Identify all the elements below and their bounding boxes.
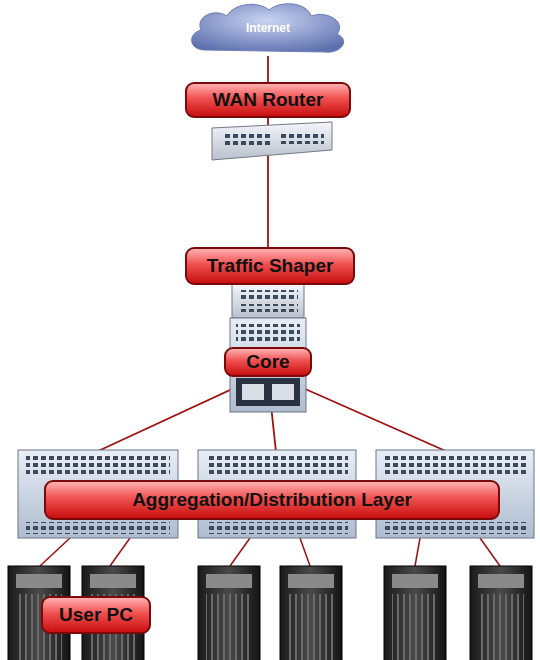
layer-band: Aggregation/Distribution Layer [44, 480, 500, 520]
traffic-shaper-device [232, 284, 304, 318]
device-label-box: Core [224, 347, 312, 377]
device-label-box: WAN Router [185, 82, 351, 118]
node-label: Core [246, 351, 289, 373]
node-label: WAN Router [213, 89, 324, 111]
device-label-box: Traffic Shaper [185, 247, 356, 285]
node-label: User PC [59, 604, 133, 626]
node-label: Aggregation/Distribution Layer [132, 489, 412, 511]
distribution-switches [18, 450, 534, 538]
node-label: Internet [246, 21, 290, 35]
pc-towers [8, 566, 532, 660]
node-label: Traffic Shaper [207, 255, 334, 277]
wan-router-device [212, 122, 332, 160]
switch-to-pc-wires [40, 538, 500, 566]
device-label-box: User PC [41, 596, 151, 634]
internet-cloud: Internet [185, 0, 351, 56]
network-link [267, 56, 269, 82]
